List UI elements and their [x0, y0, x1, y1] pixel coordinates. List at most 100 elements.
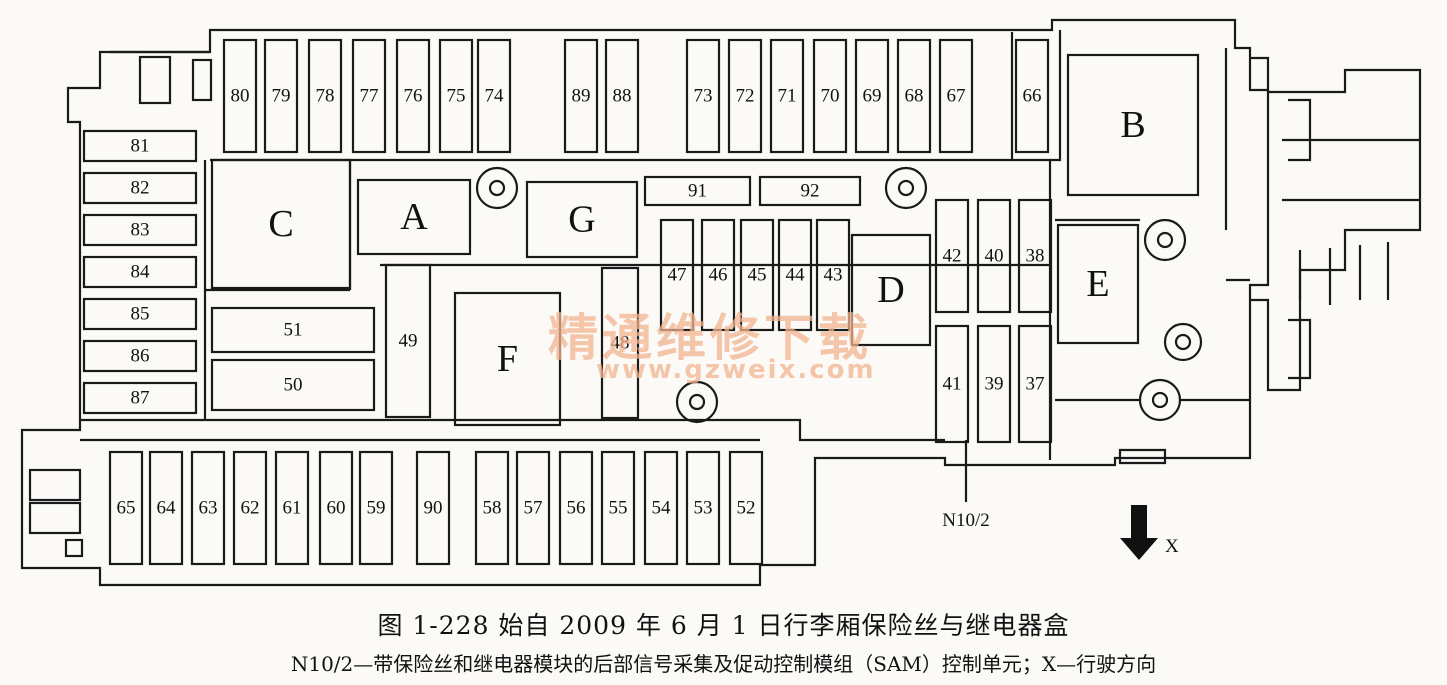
fuse-92: 92 — [758, 175, 862, 207]
fuse-47-label: 47 — [668, 265, 687, 286]
fuse-88: 88 — [604, 38, 640, 154]
fuse-89: 89 — [563, 38, 599, 154]
fuse-81-label: 81 — [131, 136, 150, 157]
fuse-37: 37 — [1017, 324, 1053, 444]
fuse-77-label: 77 — [360, 86, 379, 107]
fuse-61: 61 — [274, 450, 310, 566]
fuse-48-label: 48 — [611, 333, 630, 354]
fuse-88-outline — [604, 38, 640, 154]
relay-f-label: F — [497, 338, 518, 380]
fuse-46-label: 46 — [709, 265, 728, 286]
relay-f: F — [453, 291, 562, 427]
fuse-84-outline — [82, 255, 198, 289]
fuse-73: 73 — [685, 38, 721, 154]
fuse-90-label: 90 — [424, 498, 443, 519]
relay-d-label: D — [877, 269, 904, 311]
fuse-84-label: 84 — [131, 262, 151, 283]
relay-c-label: C — [268, 203, 293, 245]
fuse-43: 43 — [815, 218, 851, 332]
fuse-60-label: 60 — [327, 498, 346, 519]
fuse-44-outline — [777, 218, 813, 332]
fuse-39-label: 39 — [985, 374, 1004, 395]
fuse-78-outline — [307, 38, 343, 154]
fuse-59: 59 — [358, 450, 394, 566]
fuse-86-outline — [82, 339, 198, 373]
fuse-69-outline — [854, 38, 890, 154]
fuse-51-label: 51 — [284, 320, 303, 341]
fuse-87: 87 — [82, 381, 198, 415]
fuse-82: 82 — [82, 171, 198, 205]
fuse-72-outline — [727, 38, 763, 154]
relay-b-outline — [1066, 53, 1200, 197]
fuse-74: 74 — [476, 38, 512, 154]
fuse-58-outline — [474, 450, 510, 566]
fuse-57: 57 — [515, 450, 551, 566]
fuse-50-outline — [210, 358, 376, 412]
fuse-82-outline — [82, 171, 198, 205]
fuse-72: 72 — [727, 38, 763, 154]
fuse-44: 44 — [777, 218, 813, 332]
fuse-67: 67 — [938, 38, 974, 154]
fuse-37-label: 37 — [1026, 374, 1045, 395]
fuse-91: 91 — [643, 175, 752, 207]
fuse-42: 42 — [934, 198, 970, 314]
fuse-67-outline — [938, 38, 974, 154]
fuse-39-outline — [976, 324, 1012, 444]
fuse-41-label: 41 — [943, 374, 962, 395]
watermark-url: www.gzweix.com — [596, 355, 876, 385]
figure-caption-title: 图 1-228 始自 2009 年 6 月 1 日行李厢保险丝与继电器盒 — [377, 611, 1070, 640]
fuse-92-label: 92 — [801, 181, 820, 202]
fuse-79-label: 79 — [272, 86, 291, 107]
fuse-47: 47 — [659, 218, 695, 332]
relay-e-label: E — [1086, 263, 1109, 305]
fuse-43-label: 43 — [824, 265, 843, 286]
screw-bosses — [28, 55, 1203, 558]
fuse-54-outline — [643, 450, 679, 566]
fuse-64-label: 64 — [157, 498, 177, 519]
fuse-41: 41 — [934, 324, 970, 444]
fuse-55-outline — [600, 450, 636, 566]
fuse-63-outline — [190, 450, 226, 566]
fuse-65: 65 — [108, 450, 144, 566]
relay-e: E — [1056, 223, 1140, 345]
figure-caption-note: N10/2—带保险丝和继电器模块的后部信号采集及促动控制模组（SAM）控制单元；… — [290, 652, 1157, 676]
fuse-63: 63 — [190, 450, 226, 566]
fuse-70-label: 70 — [821, 86, 840, 107]
fuse-81-outline — [82, 129, 198, 163]
fuse-90: 90 — [415, 450, 451, 566]
fuse-51-outline — [210, 306, 376, 354]
relay-g-label: G — [568, 199, 595, 241]
fuse-37-outline — [1017, 324, 1053, 444]
fuse-38: 38 — [1017, 198, 1053, 314]
fuse-62: 62 — [232, 450, 268, 566]
relay-a: A — [356, 178, 472, 256]
fuse-49-label: 49 — [399, 331, 418, 352]
relay-g: G — [525, 180, 639, 259]
fuse-74-outline — [476, 38, 512, 154]
fuse-75-label: 75 — [447, 86, 466, 107]
fuse-42-outline — [934, 198, 970, 314]
fuse-69-label: 69 — [863, 86, 882, 107]
fuse-53-label: 53 — [694, 498, 713, 519]
fuse-78-label: 78 — [316, 86, 335, 107]
fuse-43-outline — [815, 218, 851, 332]
fuse-40-label: 40 — [985, 246, 1004, 267]
fuse-45: 45 — [739, 218, 775, 332]
watermark-text: 精通维修下载 — [548, 309, 872, 367]
relay-c-outline — [210, 158, 352, 290]
fuse-61-outline — [274, 450, 310, 566]
fuse-41-outline — [934, 324, 970, 444]
relay-layer: A B C D E F G — [210, 53, 1200, 427]
fuse-71-outline — [769, 38, 805, 154]
relay-e-outline — [1056, 223, 1140, 345]
fuse-80: 80 — [222, 38, 258, 154]
fuse-62-outline — [232, 450, 268, 566]
fuse-66-label: 66 — [1023, 86, 1042, 107]
fuse-45-label: 45 — [748, 265, 767, 286]
relay-d: D — [850, 233, 932, 347]
fuse-86-label: 86 — [131, 346, 150, 367]
fuse-76-label: 76 — [404, 86, 423, 107]
fuse-76: 76 — [395, 38, 431, 154]
fuse-71-label: 71 — [778, 86, 797, 107]
relay-b-label: B — [1120, 104, 1145, 146]
